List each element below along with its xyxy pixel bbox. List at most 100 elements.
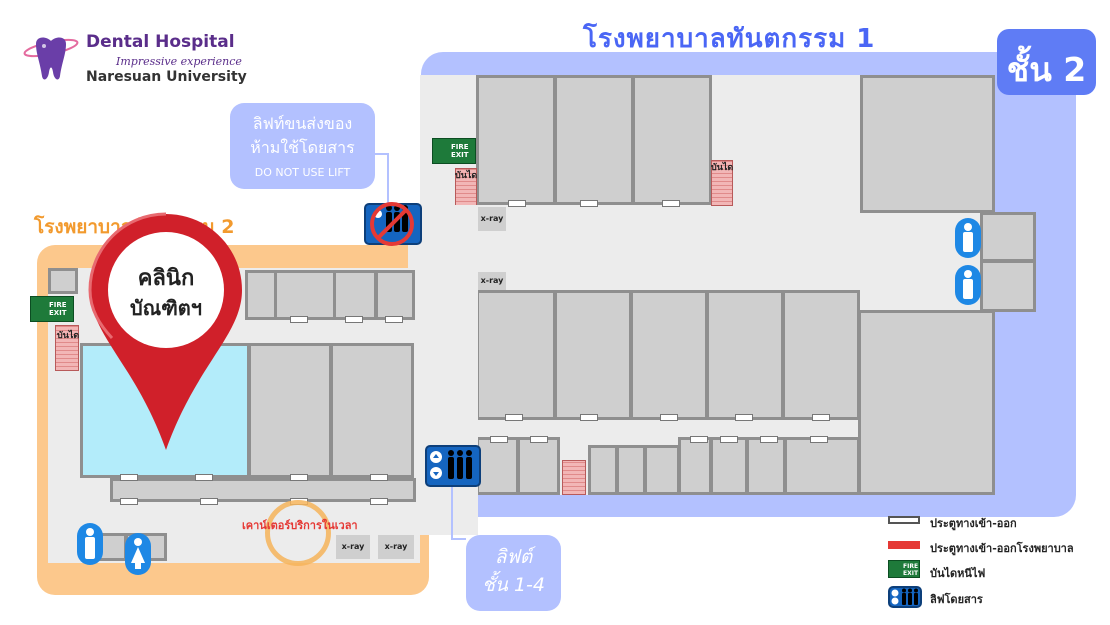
cargo-lift-note-line3: DO NOT USE LIFT [254, 166, 351, 179]
door [290, 316, 308, 323]
male-toilet-icon [955, 218, 981, 258]
xray-room: x-ray [378, 535, 414, 559]
door [690, 436, 708, 443]
b1-room [784, 437, 860, 495]
b1-room [980, 260, 1036, 312]
b1-room [706, 290, 784, 420]
logo-title: Dental Hospital [86, 32, 235, 52]
xray-room: x-ray [336, 535, 370, 559]
legend-label: ลิฟโดยสาร [930, 593, 983, 606]
b1-room [860, 75, 995, 213]
lift-note [466, 535, 561, 611]
door [810, 436, 828, 443]
b1-room [476, 75, 556, 205]
door [580, 414, 598, 421]
b2-room [48, 268, 78, 294]
b2-room [110, 478, 416, 502]
stairs-label: บันได [455, 171, 478, 181]
exit-sign-top: FIRE [49, 301, 67, 309]
door [735, 414, 753, 421]
clinic-pin-line1: คลินิก [137, 266, 195, 291]
exit-sign-top: FIRE [451, 143, 469, 151]
legend-label: ประตูทางเข้า-ออก [930, 517, 1017, 530]
b1-room [588, 445, 618, 495]
door [505, 414, 523, 421]
door [120, 474, 138, 481]
b1-room [644, 445, 680, 495]
b1-room [632, 75, 712, 205]
floor-badge [997, 29, 1096, 95]
male-toilet-icon [77, 523, 103, 565]
door [508, 200, 526, 207]
logo-tagline: Impressive experience [116, 55, 242, 68]
xray-room: x-ray [478, 207, 506, 231]
counter-highlight [265, 500, 331, 566]
b1-room [980, 212, 1036, 262]
passenger-lift-icon [888, 586, 922, 608]
b2-stairs [55, 325, 79, 371]
b2-room [248, 343, 332, 478]
cargo-lift-note [230, 103, 375, 189]
b1-room [554, 75, 634, 205]
door [370, 474, 388, 481]
cargo-lift-note-line1: ลิฟท์ขนส่งของ [252, 114, 353, 133]
b1-room [858, 310, 995, 495]
b1-room [630, 290, 708, 420]
cargo-lift-note-line2: ห้ามใช้โดยสาร [250, 138, 355, 157]
stairs-label: บันได [711, 163, 734, 173]
fire-exit-icon: FIRE EXIT [432, 138, 476, 164]
fire-exit-icon: FIRE EXIT [30, 296, 74, 322]
tooth-logo-icon [23, 37, 79, 80]
b2-room [333, 270, 377, 320]
floor-badge-label: ชั้น 2 [1006, 50, 1087, 89]
clinic-map-pin-icon [88, 212, 242, 450]
exit-sign-top: FIRE [903, 563, 919, 570]
door [530, 436, 548, 443]
door [290, 474, 308, 481]
door [720, 436, 738, 443]
b1-room [782, 290, 860, 420]
b1-room [678, 437, 712, 495]
b1-stairs [711, 160, 733, 206]
lift-note-line1: ลิฟต์ [494, 546, 533, 568]
door [580, 200, 598, 207]
b1-room [710, 437, 748, 495]
door [490, 436, 508, 443]
male-toilet-icon [955, 265, 981, 305]
b2-room [375, 270, 415, 320]
door [385, 316, 403, 323]
logo-university: Naresuan University [86, 69, 247, 85]
legend-label: บันไดหนีไฟ [930, 567, 986, 580]
b2-room [330, 343, 414, 478]
door-icon [888, 516, 920, 524]
exit-sign-bottom: EXIT [49, 309, 67, 317]
clinic-pin-line2: บัณฑิตฯ [129, 296, 203, 320]
door [812, 414, 830, 421]
stairs-label: บันได [57, 331, 80, 341]
hospital-door-icon [888, 541, 920, 549]
legend: ประตูทางเข้า-ออก ประตูทางเข้า-ออกโรงพยาบ… [888, 512, 1103, 612]
door [195, 474, 213, 481]
xray-room: x-ray [478, 272, 506, 290]
door [345, 316, 363, 323]
b1-stairs-bottom [562, 460, 586, 495]
exit-sign-bottom: EXIT [451, 151, 469, 159]
b1-room [746, 437, 786, 495]
lift-note-line2: ชั้น 1-4 [482, 574, 545, 596]
lift-connector-line [451, 485, 466, 540]
counter-label: เคาน์เตอร์บริการในเวลา [242, 519, 358, 532]
building1-title: โรงพยาบาลทันตกรรม 1 [583, 24, 876, 54]
b1-room [476, 290, 556, 420]
door [200, 498, 218, 505]
door [370, 498, 388, 505]
no-entry-icon [370, 202, 414, 246]
door [660, 414, 678, 421]
b2-room [245, 270, 277, 320]
door [760, 436, 778, 443]
b1-room [616, 445, 646, 495]
b1-room [517, 437, 560, 495]
b1-room [554, 290, 632, 420]
legend-label: ประตูทางเข้า-ออกโรงพยาบาล [930, 542, 1074, 555]
exit-sign-bottom: EXIT [903, 570, 919, 577]
b2-room [274, 270, 336, 320]
